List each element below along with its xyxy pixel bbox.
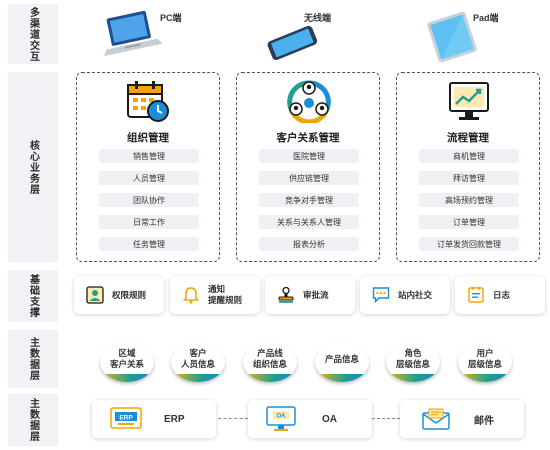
mail-icon — [422, 408, 450, 430]
core-item[interactable]: 日常工作 — [99, 215, 199, 229]
master-data-region-customer[interactable]: 区域 客户关系 — [100, 342, 154, 382]
core-item[interactable]: 医院管理 — [259, 149, 359, 163]
support-internal-social[interactable]: 站内社交 — [360, 276, 450, 314]
core-item[interactable]: 任务管理 — [99, 237, 199, 251]
support-label: 审批流 — [303, 289, 329, 300]
core-item[interactable]: 团队协作 — [99, 193, 199, 207]
phone-icon — [267, 25, 318, 60]
core-item[interactable]: 报表分析 — [259, 237, 359, 251]
master-data-label: 区域 客户关系 — [109, 348, 144, 369]
core-item[interactable]: 供应链管理 — [259, 171, 359, 185]
core-box-process: 流程管理 商机管理 拜访管理 高场预约管理 订单管理 订单发货回款管理 — [396, 72, 540, 262]
core-box-crm: 客户关系管理 医院管理 供应链管理 竞争对手管理 关系与关系人管理 报表分析 — [236, 72, 380, 262]
core-item[interactable]: 关系与关系人管理 — [259, 215, 359, 229]
support-label: 权限规则 — [112, 289, 147, 300]
device-label-pad: Pad端 — [473, 13, 499, 23]
layer-label-master-data-2: 主数据层 — [8, 394, 58, 446]
device-label-phone: 无线端 — [304, 13, 332, 23]
master-data-label: 产品线 组织信息 — [252, 348, 287, 369]
core-item[interactable]: 订单发货回款管理 — [419, 237, 519, 251]
master-data-product[interactable]: 产品信息 — [315, 342, 369, 382]
master-data-label: 客户 人员信息 — [180, 348, 215, 369]
system-label: ERP — [164, 413, 185, 425]
user-card-icon — [86, 286, 104, 304]
master-data-customer-staff[interactable]: 客户 人员信息 — [171, 342, 225, 382]
gradient-bar — [386, 374, 440, 382]
core-item[interactable]: 销售管理 — [99, 149, 199, 163]
chat-icon — [372, 287, 390, 304]
support-label: 站内社交 — [398, 289, 433, 300]
svg-text:ERP: ERP — [119, 414, 133, 421]
master-data-label: 角色 层级信息 — [395, 348, 430, 369]
erp-icon: ERP — [110, 407, 142, 429]
core-box-organization: 组织管理 销售管理 人员管理 团队协作 日常工作 任务管理 — [76, 72, 220, 262]
layer-label-core: 核心业务层 — [8, 72, 58, 262]
core-item[interactable]: 订单管理 — [419, 215, 519, 229]
connector-line — [218, 418, 248, 419]
bell-icon — [183, 287, 199, 304]
calendar-clock-icon — [127, 81, 169, 122]
gradient-bar — [243, 374, 297, 382]
chart-monitor-icon — [449, 82, 489, 120]
laptop-icon — [104, 10, 163, 57]
gradient-bar — [171, 374, 225, 382]
device-phone — [262, 22, 322, 62]
tablet-icon — [427, 11, 477, 63]
layer-label-master-data: 主数据层 — [8, 330, 58, 388]
device-pc — [100, 8, 163, 60]
core-title-organization: 组织管理 — [127, 132, 169, 144]
support-label: 通知 提醒规则 — [208, 284, 243, 305]
stamp-icon — [278, 286, 294, 303]
core-item[interactable]: 人员管理 — [99, 171, 199, 185]
system-erp[interactable]: ERP ERP — [92, 400, 216, 438]
master-data-role-level[interactable]: 角色 层级信息 — [386, 342, 440, 382]
gradient-bar — [100, 374, 154, 382]
device-label-pc: PC端 — [160, 13, 182, 23]
support-label: 日志 — [493, 289, 511, 300]
svg-text:OA: OA — [277, 414, 287, 420]
support-log[interactable]: 日志 — [455, 276, 545, 314]
system-oa[interactable]: OA OA — [248, 400, 372, 438]
core-item[interactable]: 商机管理 — [419, 149, 519, 163]
system-label: OA — [322, 413, 337, 425]
gradient-bar — [315, 374, 369, 382]
people-network-icon — [287, 80, 331, 123]
master-data-label: 用户 层级信息 — [467, 348, 502, 369]
gradient-bar — [458, 374, 512, 382]
support-permission-rules[interactable]: 权限规则 — [74, 276, 164, 314]
master-data-product-line-org[interactable]: 产品线 组织信息 — [243, 342, 297, 382]
core-item[interactable]: 高场预约管理 — [419, 193, 519, 207]
system-mail[interactable]: 邮件 — [400, 400, 524, 438]
master-data-user-level[interactable]: 用户 层级信息 — [458, 342, 512, 382]
connector-line — [372, 418, 400, 419]
log-icon — [468, 286, 484, 303]
oa-monitor-icon: OA — [266, 406, 296, 431]
master-data-label: 产品信息 — [324, 353, 359, 364]
layer-label-support: 基础支撑 — [8, 270, 58, 322]
support-approval-flow[interactable]: 审批流 — [265, 276, 355, 314]
core-item[interactable]: 竞争对手管理 — [259, 193, 359, 207]
core-title-crm: 客户关系管理 — [276, 132, 340, 144]
core-item[interactable]: 拜访管理 — [419, 171, 519, 185]
support-notification-rules[interactable]: 通知 提醒规则 — [170, 276, 260, 314]
device-pad — [424, 11, 480, 63]
system-label: 邮件 — [474, 415, 494, 427]
layer-label-channels: 多渠道交互 — [8, 4, 58, 64]
core-title-process: 流程管理 — [447, 132, 489, 144]
